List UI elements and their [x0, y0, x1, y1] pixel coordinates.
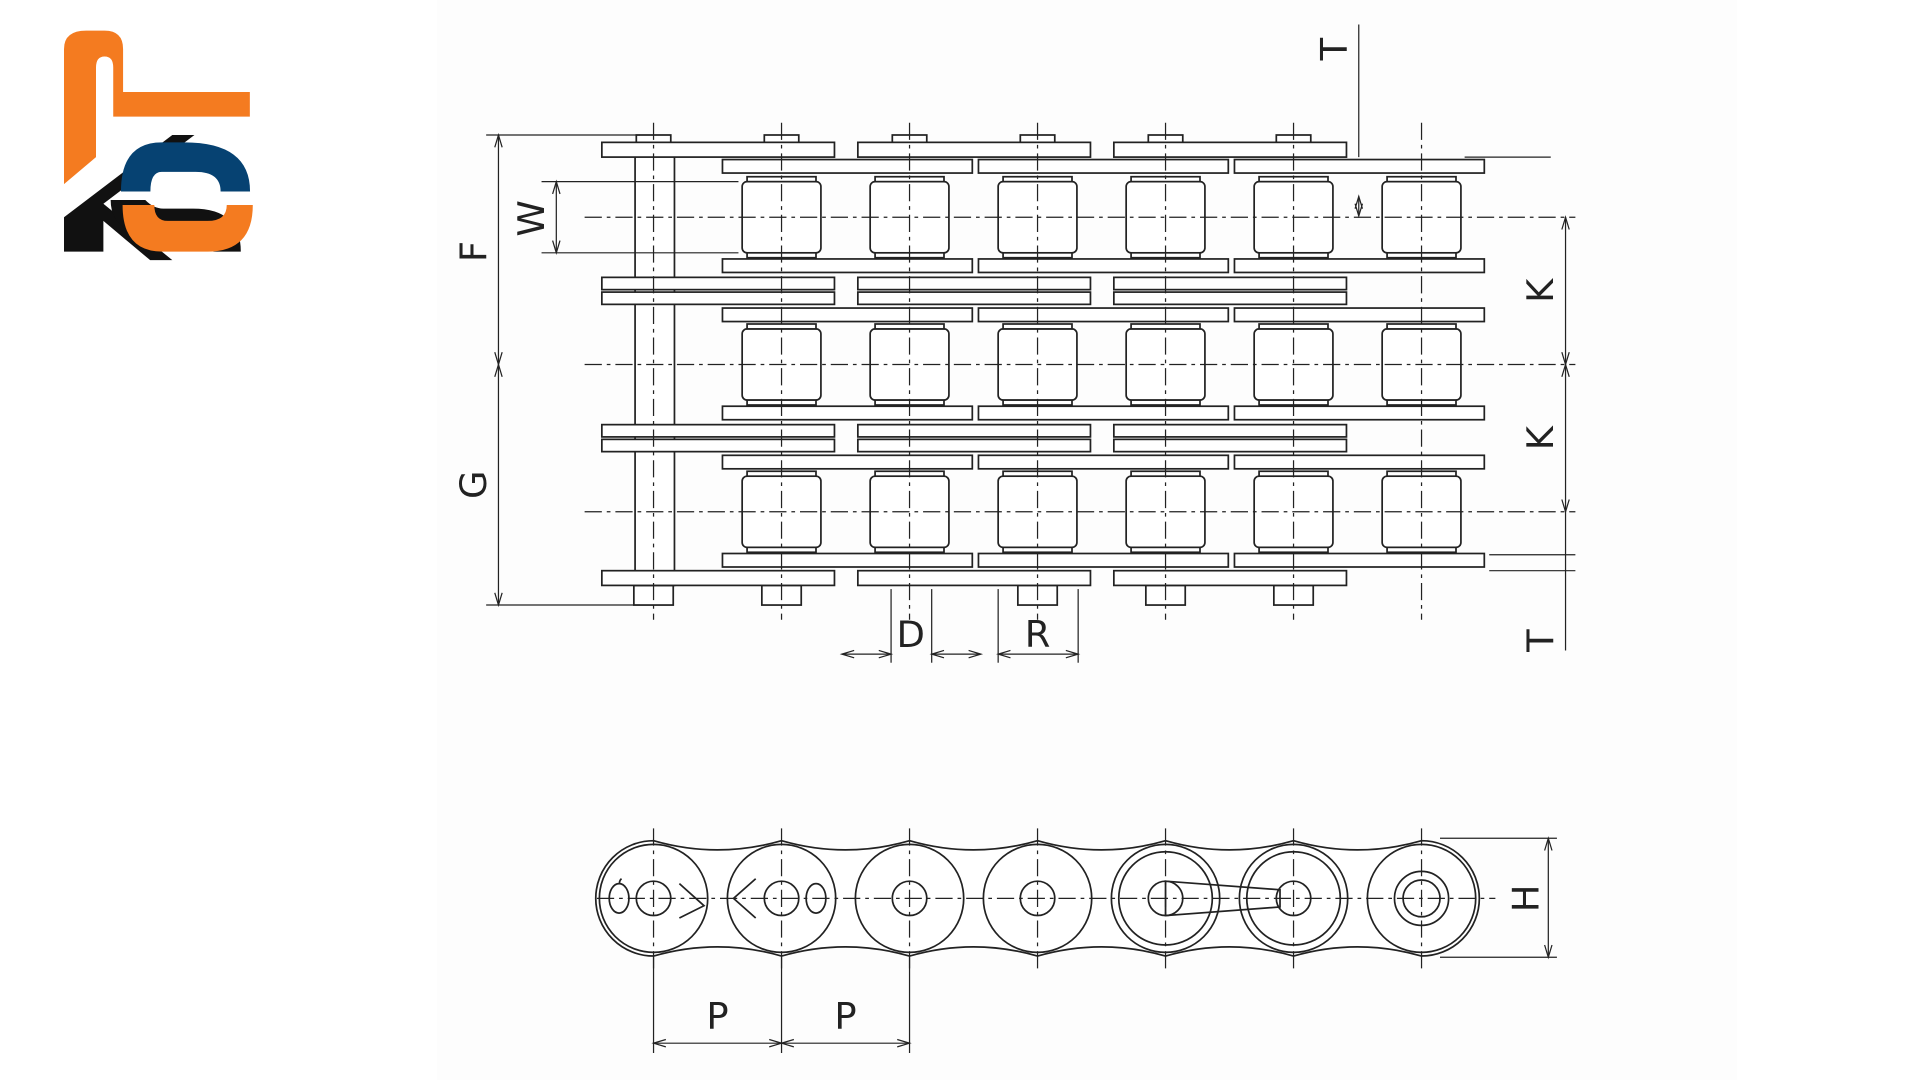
- inner-plate: [977, 552, 1230, 568]
- inner-plate: [977, 307, 1230, 323]
- outer-plate: [856, 141, 1092, 158]
- middle-plate: [856, 438, 1092, 453]
- inner-plate: [1233, 307, 1486, 323]
- inner-plate: [721, 454, 974, 470]
- dimension-labels: F W G K K T T D R P P H: [452, 37, 1562, 1037]
- outer-plate: [1112, 141, 1348, 158]
- bushing: [1130, 323, 1201, 330]
- middle-plate: [1112, 438, 1348, 453]
- label-G: G: [452, 471, 495, 500]
- inner-plate: [721, 307, 974, 323]
- label-R: R: [1025, 613, 1051, 656]
- dim-D-r-arrows: [929, 649, 984, 659]
- middle-plate: [856, 291, 1092, 306]
- inner-plate: [1233, 454, 1486, 470]
- dim-D-l-arrows: [839, 649, 894, 659]
- inner-plate: [977, 258, 1230, 274]
- inner-plate: [721, 552, 974, 568]
- inner-plate: [1233, 258, 1486, 274]
- dimension-lines: [486, 24, 1576, 1053]
- middle-plate: [1112, 276, 1348, 291]
- label-T-bottom: T: [1519, 629, 1562, 653]
- outer-plate: [856, 569, 1092, 587]
- bushing: [874, 323, 945, 330]
- inner-plate: [721, 158, 974, 174]
- middle-plate: [600, 276, 836, 291]
- dim-R-arrows: [996, 649, 1081, 659]
- bushing: [1002, 546, 1073, 554]
- inner-plate: [1233, 158, 1486, 174]
- outer-plate: [1112, 569, 1348, 587]
- inner-plate: [1233, 552, 1486, 568]
- middle-plate: [856, 276, 1092, 291]
- inner-plate: [977, 158, 1230, 174]
- outer-plate: [600, 141, 836, 158]
- label-K1: K: [1519, 278, 1562, 303]
- bushing: [1386, 546, 1457, 554]
- inner-plate: [977, 454, 1230, 470]
- outer-plate: [600, 569, 836, 587]
- inner-plate: [721, 405, 974, 421]
- bushing: [1130, 546, 1201, 554]
- top-view: [600, 134, 1486, 606]
- label-K2: K: [1519, 425, 1562, 450]
- inner-plate: [1233, 405, 1486, 421]
- inner-plate: [977, 405, 1230, 421]
- bushing: [1386, 323, 1457, 330]
- dim-T-top-b-arrows: [1354, 194, 1364, 219]
- label-D: D: [897, 613, 925, 656]
- bushing: [746, 323, 817, 330]
- label-P1: P: [706, 995, 728, 1038]
- bushing: [746, 546, 817, 554]
- dim-P2-arrows: [779, 1038, 912, 1048]
- middle-plate: [856, 423, 1092, 438]
- label-H: H: [1504, 885, 1547, 913]
- label-P2: P: [834, 995, 856, 1038]
- middle-plate: [600, 423, 836, 438]
- middle-plate: [1112, 423, 1348, 438]
- dim-W-arrows: [552, 179, 561, 255]
- bushing: [1002, 323, 1073, 330]
- dim-H-arrows: [1544, 836, 1553, 960]
- middle-plate: [600, 438, 836, 453]
- label-T-top: T: [1312, 37, 1355, 61]
- label-W: W: [510, 200, 553, 236]
- ks-logo: [64, 30, 253, 261]
- middle-plate: [1112, 291, 1348, 306]
- middle-plate: [600, 291, 836, 306]
- bushing: [1258, 546, 1329, 554]
- inner-plate: [721, 258, 974, 274]
- bushing: [874, 546, 945, 554]
- label-F: F: [452, 241, 495, 262]
- dim-G-arrows: [494, 362, 503, 608]
- bushing: [1258, 323, 1329, 330]
